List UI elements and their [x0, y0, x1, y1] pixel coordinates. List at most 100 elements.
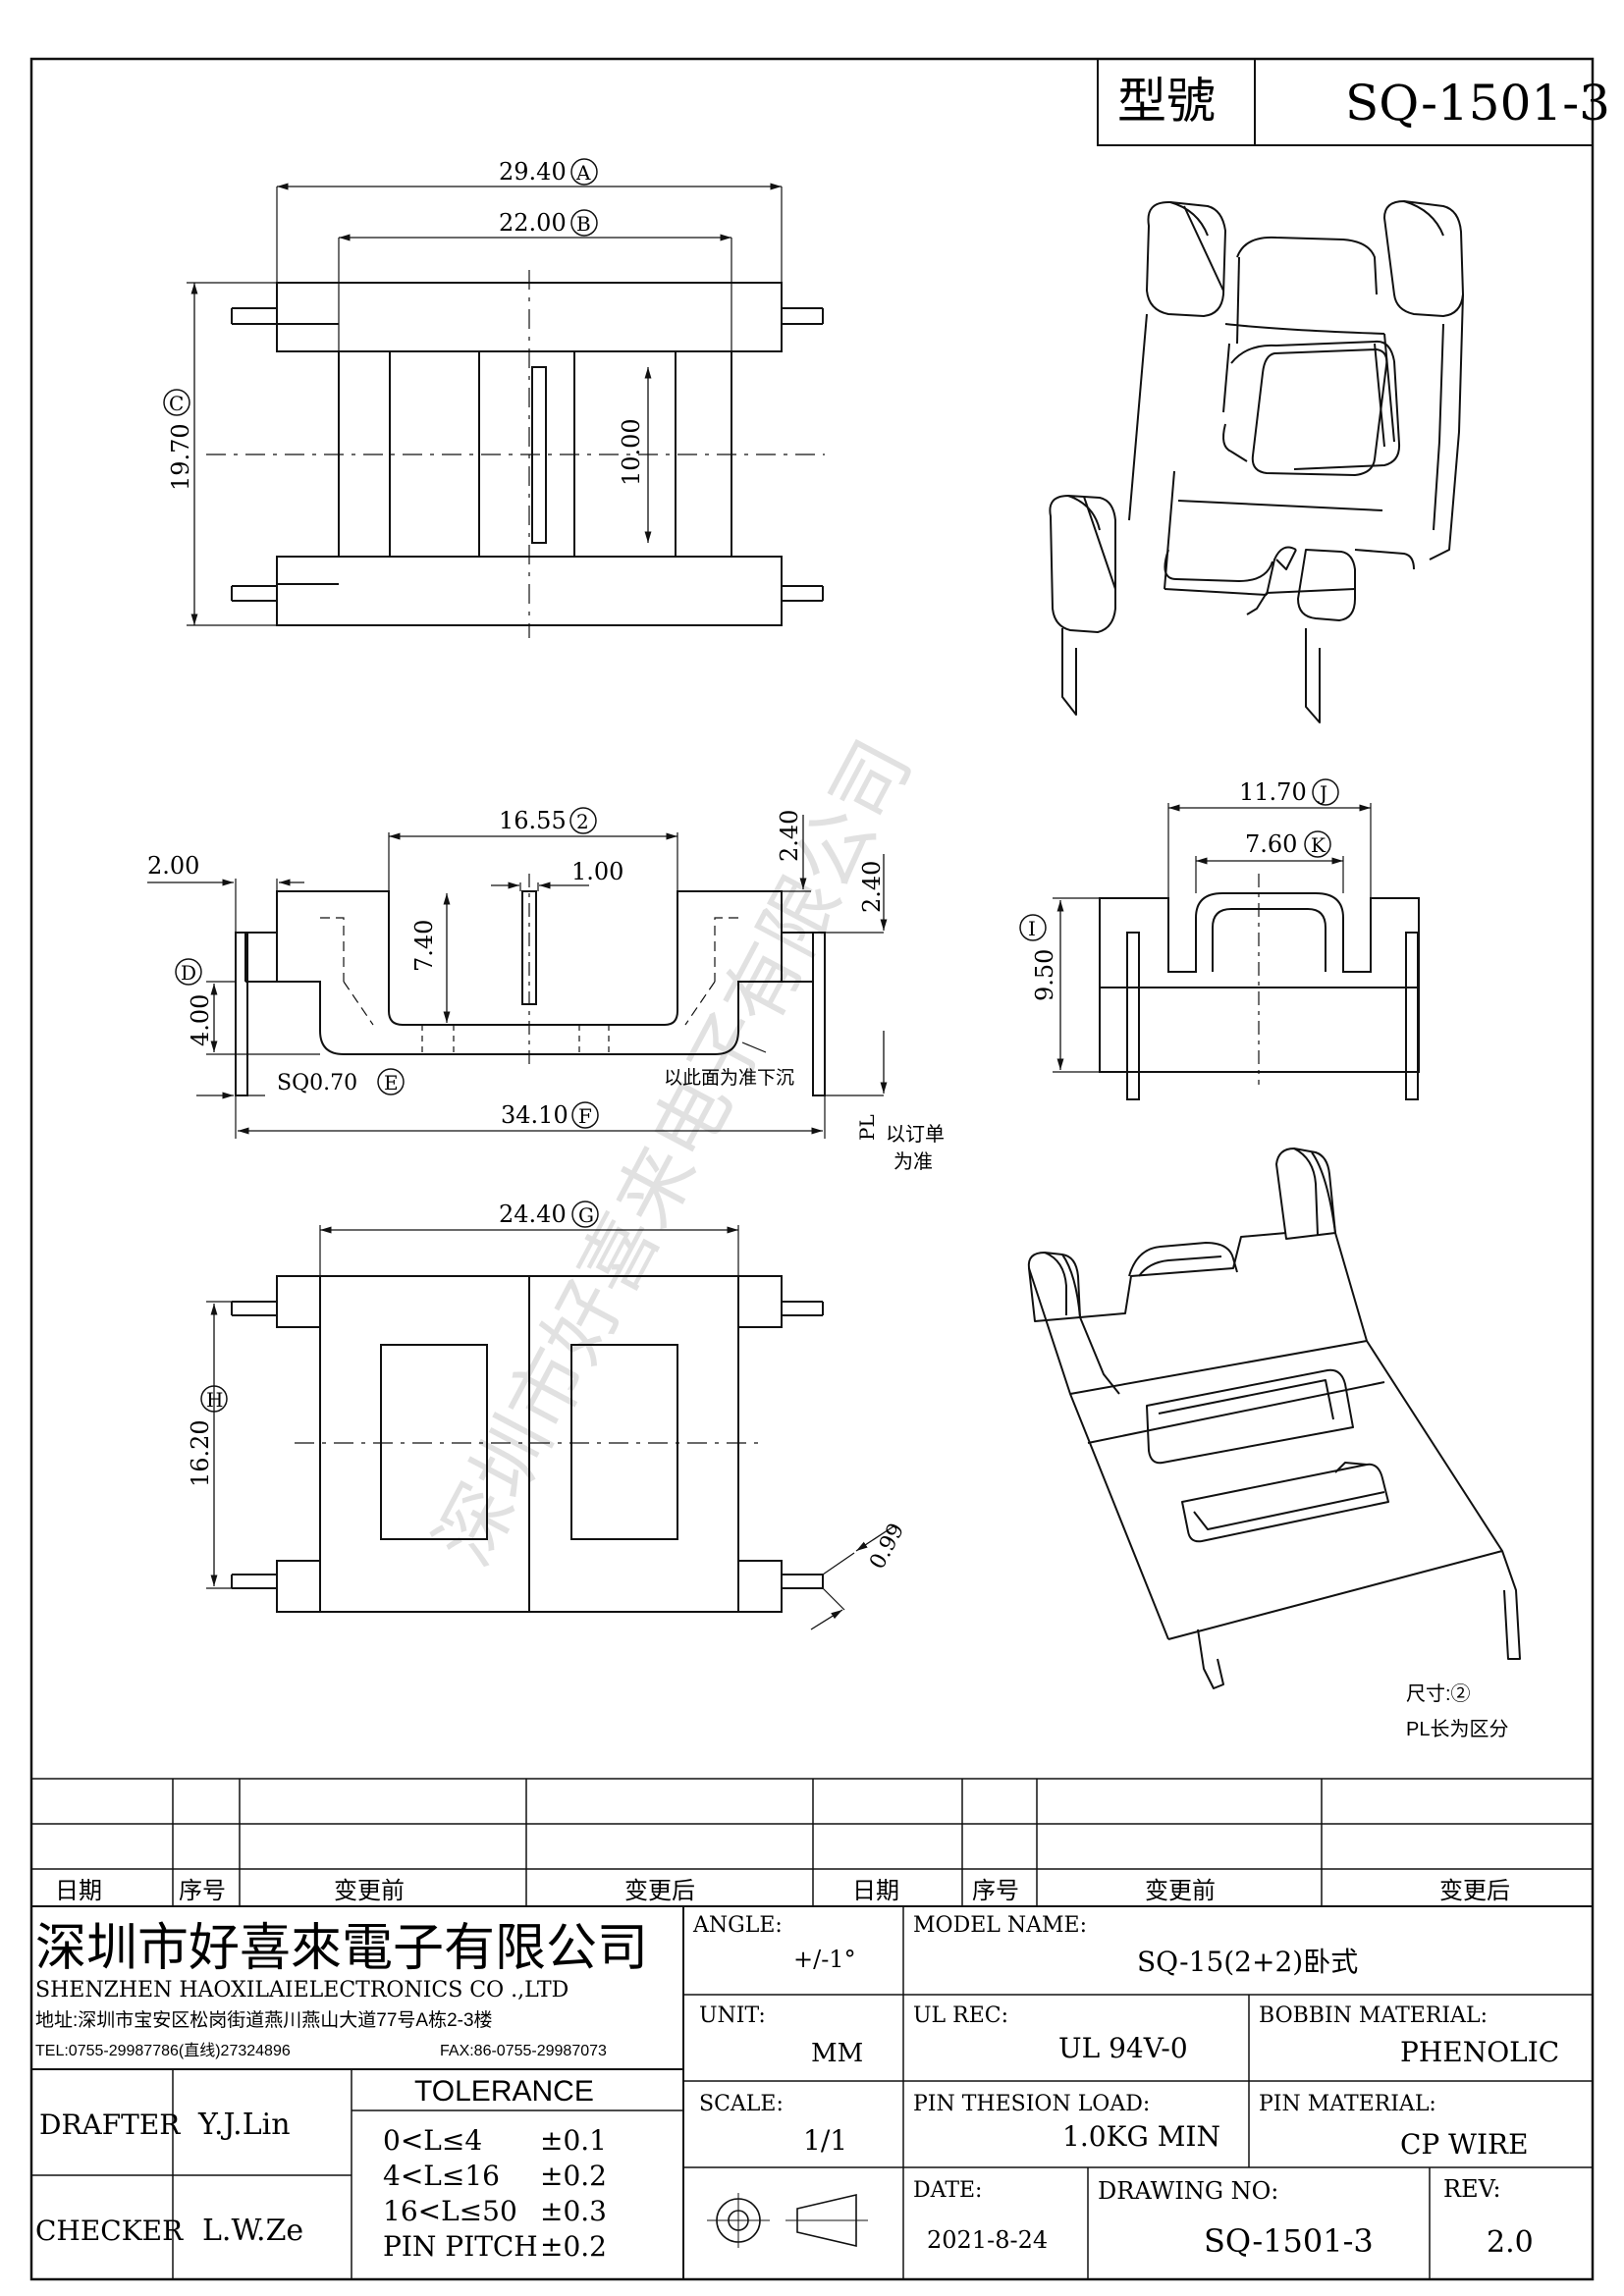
side-view [1053, 803, 1420, 1100]
side-view-labels: 11.70 J 7.60 K I 9.50 [1019, 778, 1339, 1001]
rev-header-date-2: 日期 [852, 1878, 899, 1904]
dim-c-tag: C [169, 392, 184, 415]
tolerance-value-1: ±0.1 [540, 2124, 607, 2157]
checker-label: CHECKER [35, 2215, 184, 2247]
note-line-1: 尺寸:② [1406, 1682, 1471, 1705]
angle-value: +/-1° [793, 1946, 856, 1973]
company-fax: FAX:86-0755-29987073 [440, 2043, 607, 2059]
sink-note: 以此面为准下沉 [664, 1067, 794, 1089]
company-english: SHENZHEN HAOXILAIELECTRONICS CO .,LTD [35, 1978, 568, 2002]
ul-label: UL REC: [913, 2003, 1008, 2028]
dim-i-tag: I [1028, 917, 1036, 940]
front-view-labels: 16.55 2 2.40 2.40 2.00 1.00 7.40 D 4.00 … [147, 807, 945, 1173]
bottom-view [206, 1225, 894, 1630]
rev-header-seq-1: 序号 [179, 1878, 226, 1904]
rev-header-seq-2: 序号 [972, 1878, 1019, 1904]
top-view [187, 183, 825, 638]
dim-inner-value: 10.00 [618, 418, 645, 486]
dim-2-value: 16.55 [499, 807, 567, 834]
dim-b-tag: B [576, 212, 591, 236]
model-header-value: SQ-1501-3 [1345, 75, 1610, 132]
company-info: 深圳市好喜來電子有限公司 SHENZHEN HAOXILAIELECTRONIC… [35, 1919, 648, 2059]
dim-i-value: 9.50 [1031, 949, 1058, 1001]
dim-2-tag: 2 [576, 810, 589, 833]
rev-label: REV: [1443, 2175, 1501, 2203]
rev-header-after-1: 变更后 [624, 1878, 695, 1904]
tolerance-value-3: ±0.3 [540, 2195, 607, 2227]
drawing-no-value: SQ-1501-3 [1204, 2222, 1374, 2260]
model-name-value: SQ-15(2+2)卧式 [1137, 1946, 1358, 1978]
date-label: DATE: [913, 2178, 982, 2203]
tolerance-range-1: 0<L≤4 [383, 2124, 482, 2157]
dim-240a-value: 2.40 [776, 810, 803, 862]
dim-b-value: 22.00 [499, 209, 567, 237]
dim-740-value: 7.40 [410, 920, 438, 972]
bobbin-label: BOBBIN MATERIAL: [1259, 2003, 1488, 2028]
pl-note-1: 以订单 [886, 1123, 945, 1146]
dim-f-value: 34.10 [501, 1101, 568, 1129]
tolerance-value-2: ±0.2 [540, 2160, 607, 2192]
rev-value: 2.0 [1487, 2225, 1534, 2260]
rev-header-date-1: 日期 [55, 1878, 102, 1904]
revision-headers: 日期 序号 变更前 变更后 日期 序号 变更前 变更后 [55, 1878, 1510, 1904]
company-name: 深圳市好喜來電子有限公司 [35, 1919, 648, 1978]
pin-mat-label: PIN MATERIAL: [1259, 2092, 1436, 2116]
dim-k-tag: K [1311, 833, 1326, 857]
dim-f-tag: F [578, 1104, 592, 1128]
scale-label: SCALE: [699, 2092, 784, 2116]
dim-g-value: 24.40 [499, 1201, 567, 1228]
dim-g-tag: G [578, 1203, 594, 1227]
unit-label: UNIT: [699, 2003, 766, 2028]
tolerance-value-4: ±0.2 [540, 2230, 607, 2263]
rev-header-before-2: 变更前 [1145, 1878, 1216, 1904]
dim-240b-value: 2.40 [858, 861, 886, 913]
drawing-no-label: DRAWING NO: [1098, 2177, 1278, 2205]
dim-200-value: 2.00 [147, 852, 199, 880]
scale-value: 1/1 [803, 2124, 847, 2157]
front-view [147, 815, 888, 1139]
tolerance-range-4: PIN PITCH [383, 2230, 538, 2263]
dim-j-value: 11.70 [1239, 778, 1307, 806]
size-notes: 尺寸:② PL长为区分 [1406, 1682, 1508, 1740]
pl-label: PL [855, 1114, 879, 1141]
signature-block: DRAFTER Y.J.Lin CHECKER L.W.Ze TOLERANCE… [35, 2075, 607, 2263]
projection-symbol-icon [707, 2193, 868, 2248]
unit-value: MM [811, 2039, 863, 2068]
pin-mat-value: CP WIRE [1400, 2128, 1529, 2161]
tolerance-label: TOLERANCE [414, 2075, 594, 2108]
top-view-labels: 29.40 A 22.00 B 19.70 C 10.00 [163, 158, 645, 491]
rev-header-after-2: 变更后 [1439, 1878, 1510, 1904]
date-value: 2021-8-24 [927, 2226, 1048, 2254]
dim-400-value: 4.00 [187, 994, 214, 1046]
dim-a-tag: A [575, 161, 591, 185]
company-tel: TEL:0755-29987786(直线)27324896 [35, 2042, 291, 2059]
pl-note-2: 为准 [893, 1150, 933, 1173]
company-address: 地址:深圳市宝安区松岗街道燕川燕山大道77号A栋2-3楼 [35, 2009, 493, 2031]
iso-view-bottom [1027, 1148, 1521, 1689]
dim-e-tag: E [384, 1071, 399, 1095]
model-header-label: 型號 [1117, 74, 1216, 129]
spec-cells: ANGLE: +/-1° MODEL NAME: SQ-15(2+2)卧式 UN… [692, 1913, 1559, 2260]
bobbin-value: PHENOLIC [1400, 2036, 1559, 2068]
rev-header-before-1: 变更前 [334, 1878, 405, 1904]
dim-099-value: 0.99 [865, 1520, 909, 1574]
watermark: 深圳市好喜来电子有限公司 [419, 726, 929, 1579]
pin-load-value: 1.0KG MIN [1062, 2120, 1220, 2153]
sheet-border [29, 57, 1595, 2281]
angle-label: ANGLE: [692, 1913, 783, 1938]
title-block-grid [31, 1906, 1593, 2279]
dim-h-tag: H [206, 1388, 223, 1412]
dim-k-value: 7.60 [1245, 830, 1297, 858]
dim-h-value: 16.20 [187, 1419, 214, 1487]
dim-sq-value: SQ0.70 [277, 1071, 357, 1095]
dim-a-value: 29.40 [499, 158, 567, 186]
dim-c-value: 19.70 [167, 423, 194, 491]
dim-100-value: 1.00 [571, 858, 623, 885]
tolerance-range-3: 16<L≤50 [383, 2195, 517, 2227]
drafter-value: Y.J.Lin [197, 2108, 291, 2142]
model-name-label: MODEL NAME: [913, 1913, 1087, 1938]
ul-value: UL 94V-0 [1058, 2032, 1188, 2064]
drafter-label: DRAFTER [39, 2109, 181, 2141]
dim-d-tag: D [181, 961, 196, 985]
